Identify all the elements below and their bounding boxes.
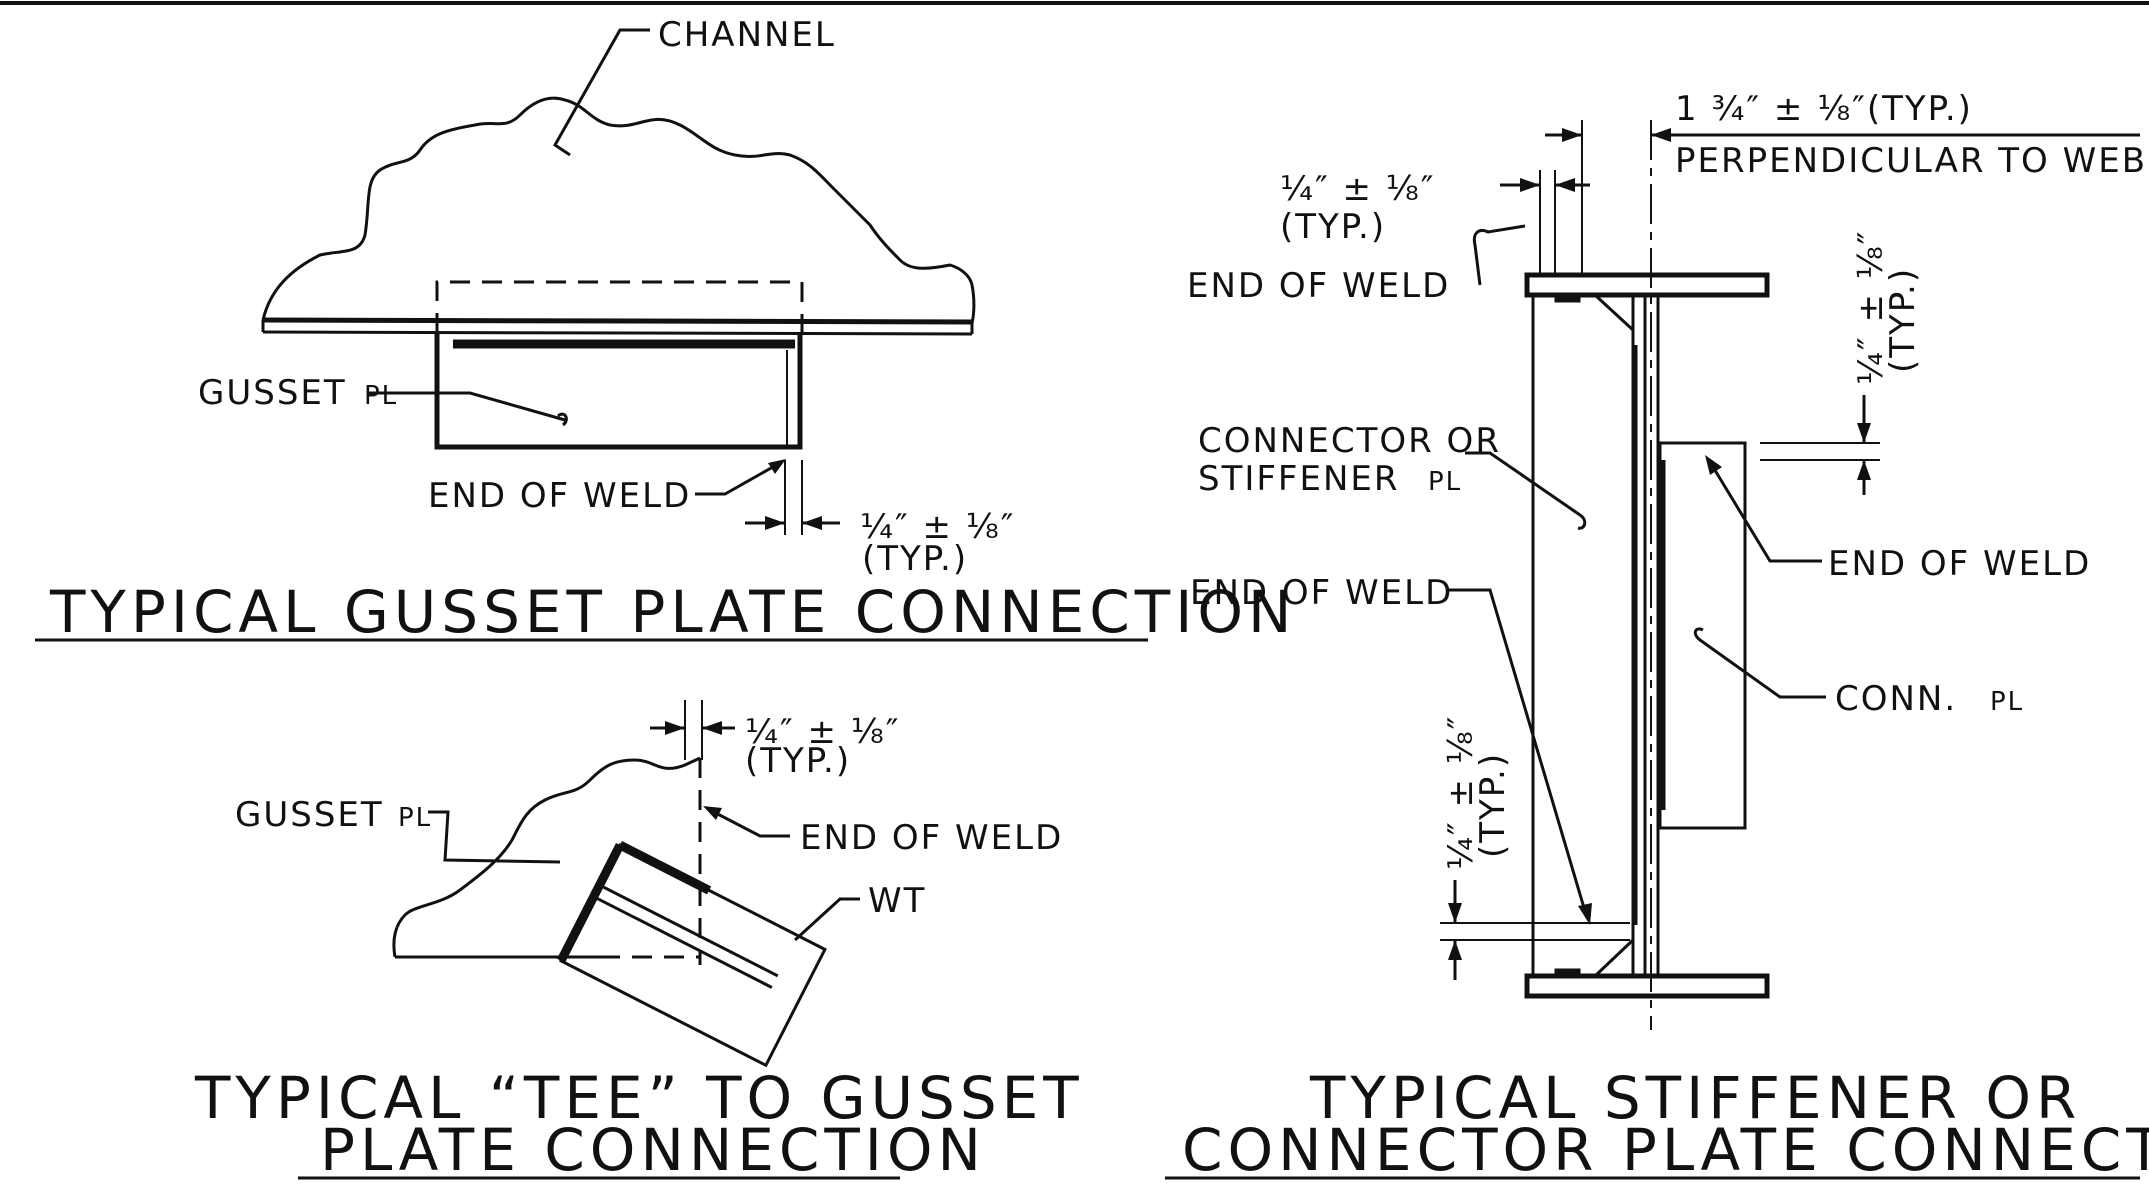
arrowhead-icon — [802, 516, 822, 530]
right-vertical-dim-label: ¼″ ± ⅛″ — [1851, 230, 1891, 385]
stiffener-detail: 1 ¾″ ± ⅛″(TYP.) PERPENDICULAR TO WEB ¼″ … — [1165, 89, 2149, 1184]
arrowhead-icon — [702, 721, 722, 735]
tee-title-line1: TYPICAL “TEE” TO GUSSET — [194, 1064, 1084, 1132]
tee-gusset-leader — [428, 810, 561, 864]
channel-label: CHANNEL — [658, 15, 836, 55]
arrowhead-icon — [703, 806, 722, 820]
channel-outline — [261, 96, 976, 324]
left-vertical-typ: (TYP.) — [1473, 752, 1513, 858]
typ-label: (TYP.) — [862, 539, 968, 579]
end-of-weld-leader — [695, 461, 781, 496]
right-end-of-weld-label: END OF WELD — [1828, 544, 2091, 584]
arrowhead-icon — [1555, 178, 1575, 192]
gusset-detail: CHANNEL GUSSET PL END OF WELD ¼″ ± ⅛″ (T… — [35, 15, 1296, 646]
tee-end-of-weld-label: END OF WELD — [800, 818, 1063, 858]
gusset-detail-title: TYPICAL GUSSET PLATE CONNECTION — [49, 578, 1296, 646]
connector-label-line1: CONNECTOR OR — [1198, 421, 1501, 461]
arrowhead-icon — [1562, 128, 1582, 142]
dim-small-typ: (TYP.) — [1280, 207, 1386, 247]
wt-member — [556, 840, 827, 1068]
arrowhead-icon — [768, 459, 786, 474]
gusset-label: GUSSET — [198, 373, 347, 413]
stiffener-title-line2: CONNECTOR PLATE CONNECTIONS — [1182, 1116, 2149, 1184]
wt-flange-2 — [592, 895, 773, 989]
tee-gusset-outline — [392, 756, 701, 958]
stiffener-title-line1: TYPICAL STIFFENER OR — [1309, 1064, 2081, 1132]
wt-label: WT — [868, 881, 926, 921]
gusset-leader — [368, 391, 568, 427]
arrowhead-icon — [1448, 903, 1462, 923]
arrowhead-icon — [1448, 940, 1462, 960]
dim-small-label: ¼″ ± ⅛″ — [1280, 169, 1435, 209]
bottom-clip — [1593, 938, 1635, 978]
plate-symbol-icon: PL — [364, 381, 398, 411]
arrowhead-icon — [1705, 455, 1722, 475]
left-vertical-dim-label: ¼″ ± ⅛″ — [1441, 715, 1481, 870]
dimension-label: ¼″ ± ⅛″ — [860, 507, 1015, 547]
arrowhead-icon — [1857, 460, 1871, 480]
plate-symbol-icon: PL — [1990, 687, 2024, 717]
channel-flange-lower — [262, 330, 973, 336]
perpendicular-label: PERPENDICULAR TO WEB — [1675, 141, 2147, 181]
connector-leader — [1465, 451, 1587, 530]
top-end-of-weld-leader — [1472, 224, 1526, 286]
dim-top-label: 1 ¾″ ± ⅛″(TYP.) — [1675, 89, 1973, 129]
conn-plate-leader — [1693, 627, 1826, 699]
left-vertical-dim: ¼″ ± ⅛″ (TYP.) — [1441, 715, 1513, 870]
channel-leader — [553, 28, 650, 157]
left-end-of-weld-leader — [1448, 588, 1589, 919]
bottom-flange — [1524, 973, 1770, 999]
top-end-of-weld-label: END OF WELD — [1187, 266, 1450, 306]
connection-plate — [1658, 441, 1747, 830]
arrowhead-icon — [1578, 903, 1592, 925]
top-clip — [1593, 293, 1635, 332]
tee-detail: GUSSET PL END OF WELD WT ¼″ ± ⅛″ (TYP.) … — [194, 700, 1084, 1184]
arrowhead-icon — [765, 516, 785, 530]
tee-dimension-label: ¼″ ± ⅛″ — [745, 712, 900, 752]
wt-flange-1 — [598, 883, 779, 978]
gusset-plate-outline — [434, 334, 803, 450]
arrowhead-icon — [665, 721, 685, 735]
hidden-gusset-outline — [435, 280, 804, 333]
conn-plate-label: CONN. — [1835, 679, 1957, 719]
right-vertical-dim: ¼″ ± ⅛″ (TYP.) — [1851, 230, 1923, 385]
wt-weld — [617, 840, 712, 895]
right-vertical-typ: (TYP.) — [1883, 267, 1923, 373]
plate-symbol-icon: PL — [398, 803, 432, 833]
arrowhead-icon — [1651, 128, 1671, 142]
tee-title-line2: PLATE CONNECTION — [320, 1116, 986, 1184]
bottom-flange-weld — [1554, 968, 1581, 976]
tee-typ-label: (TYP.) — [745, 741, 851, 781]
plate-symbol-icon: PL — [1428, 467, 1462, 497]
arrowhead-icon — [1857, 423, 1871, 443]
tee-end-of-weld-leader — [709, 808, 790, 838]
end-of-weld-label: END OF WELD — [428, 476, 691, 516]
channel-flange — [262, 317, 973, 325]
wt-end — [556, 842, 625, 963]
right-end-of-weld-leader — [1708, 461, 1822, 563]
left-end-of-weld-label: END OF WELD — [1190, 573, 1453, 613]
arrowhead-icon — [1520, 178, 1540, 192]
top-flange — [1524, 272, 1770, 298]
top-flange-weld — [1554, 295, 1581, 303]
connector-label-line2: STIFFENER — [1198, 459, 1400, 499]
tee-gusset-label: GUSSET — [235, 795, 384, 835]
wt-leader — [793, 897, 860, 942]
